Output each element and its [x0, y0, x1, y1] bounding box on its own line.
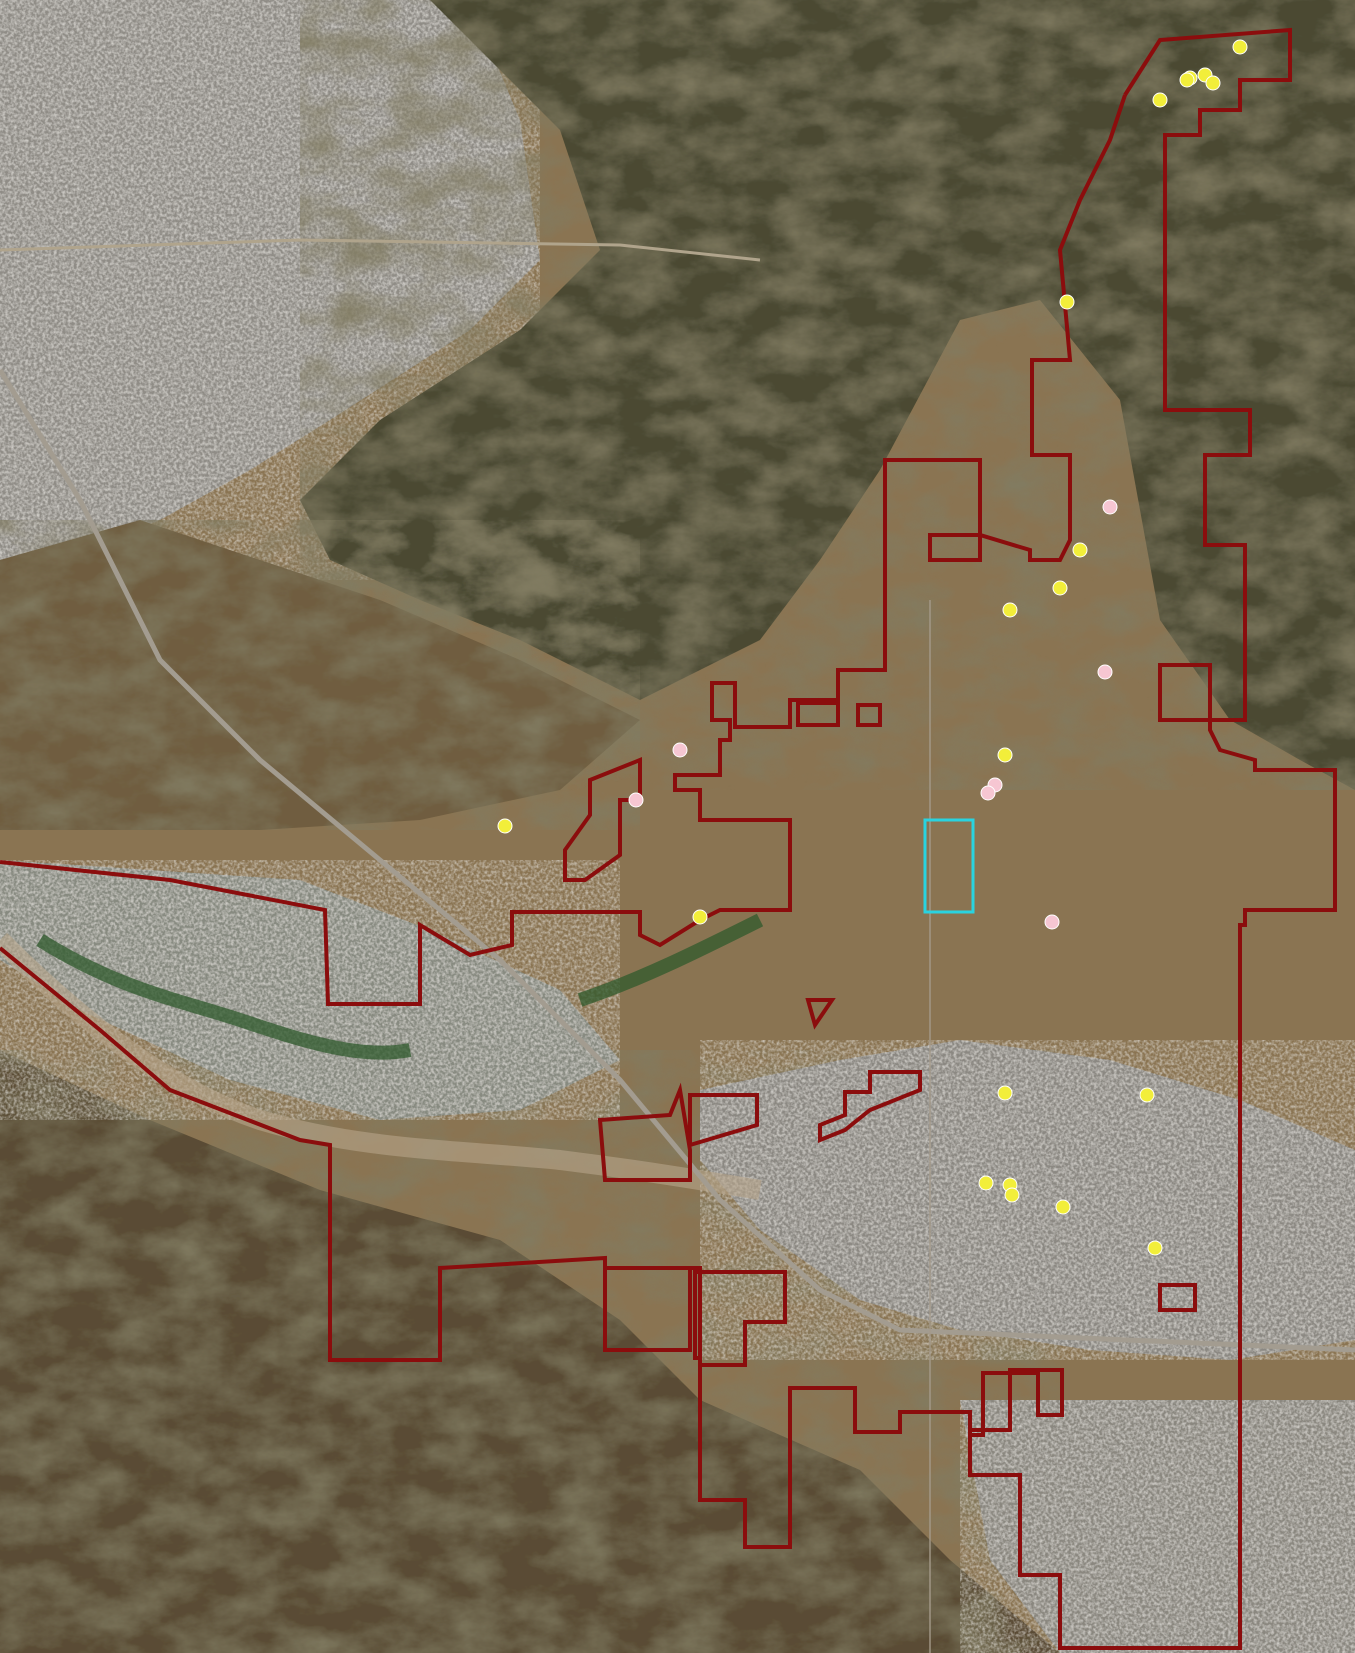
- poi-marker-yellow-9[interactable]: [1052, 580, 1068, 596]
- poi-marker-yellow-10[interactable]: [1002, 602, 1018, 618]
- poi-marker-yellow-7[interactable]: [1059, 294, 1075, 310]
- poi-markers: [497, 39, 1248, 1256]
- poi-marker-yellow-19[interactable]: [1055, 1199, 1071, 1215]
- poi-marker-yellow-20[interactable]: [1147, 1240, 1163, 1256]
- poi-marker-yellow-6[interactable]: [1152, 92, 1168, 108]
- poi-marker-pink-7[interactable]: [1044, 914, 1060, 930]
- poi-marker-pink-4[interactable]: [980, 785, 996, 801]
- poi-marker-yellow-5[interactable]: [1179, 72, 1195, 88]
- hills-west: [0, 520, 640, 830]
- poi-marker-yellow-16[interactable]: [978, 1175, 994, 1191]
- boundary-parcel-f[interactable]: [818, 1070, 922, 1143]
- urban-valley: [700, 1040, 1355, 1360]
- road-east-west: [0, 238, 761, 262]
- boundary-west-arm[interactable]: [0, 94, 1127, 1006]
- boundary-parcel-h[interactable]: [597, 1082, 692, 1182]
- poi-marker-yellow-1[interactable]: [1232, 39, 1248, 55]
- poi-marker-pink-6[interactable]: [628, 792, 644, 808]
- urban-west-residential: [0, 860, 620, 1120]
- poi-marker-yellow-12[interactable]: [692, 909, 708, 925]
- urban-area-northwest: [0, 0, 540, 580]
- freeway: [0, 368, 1355, 1353]
- poi-marker-yellow-8[interactable]: [1072, 542, 1088, 558]
- mountains-north: [300, 0, 1355, 790]
- poi-marker-pink-1[interactable]: [1102, 499, 1118, 515]
- poi-marker-pink-5[interactable]: [672, 742, 688, 758]
- poi-marker-yellow-13[interactable]: [497, 818, 513, 834]
- poi-marker-yellow-11[interactable]: [997, 747, 1013, 763]
- river-wash: [0, 932, 762, 1200]
- poi-marker-yellow-4[interactable]: [1205, 75, 1221, 91]
- mountains-south: [0, 1050, 1060, 1653]
- green-corridor: [36, 913, 764, 1060]
- poi-marker-yellow-14[interactable]: [997, 1085, 1013, 1101]
- boundary-parcel-e[interactable]: [688, 1093, 759, 1148]
- boundary-parcel-g[interactable]: [1158, 1283, 1197, 1312]
- boundary-parcel-b[interactable]: [796, 701, 840, 727]
- poi-marker-yellow-18[interactable]: [1004, 1187, 1020, 1203]
- boundary-parcel-c[interactable]: [856, 703, 882, 727]
- poi-marker-yellow-15[interactable]: [1139, 1087, 1155, 1103]
- boundary-main[interactable]: [0, 27, 1337, 1650]
- poi-marker-pink-2[interactable]: [1097, 664, 1113, 680]
- boundary-parcel-d[interactable]: [805, 998, 836, 1030]
- highlighted-parcel[interactable]: [923, 818, 975, 914]
